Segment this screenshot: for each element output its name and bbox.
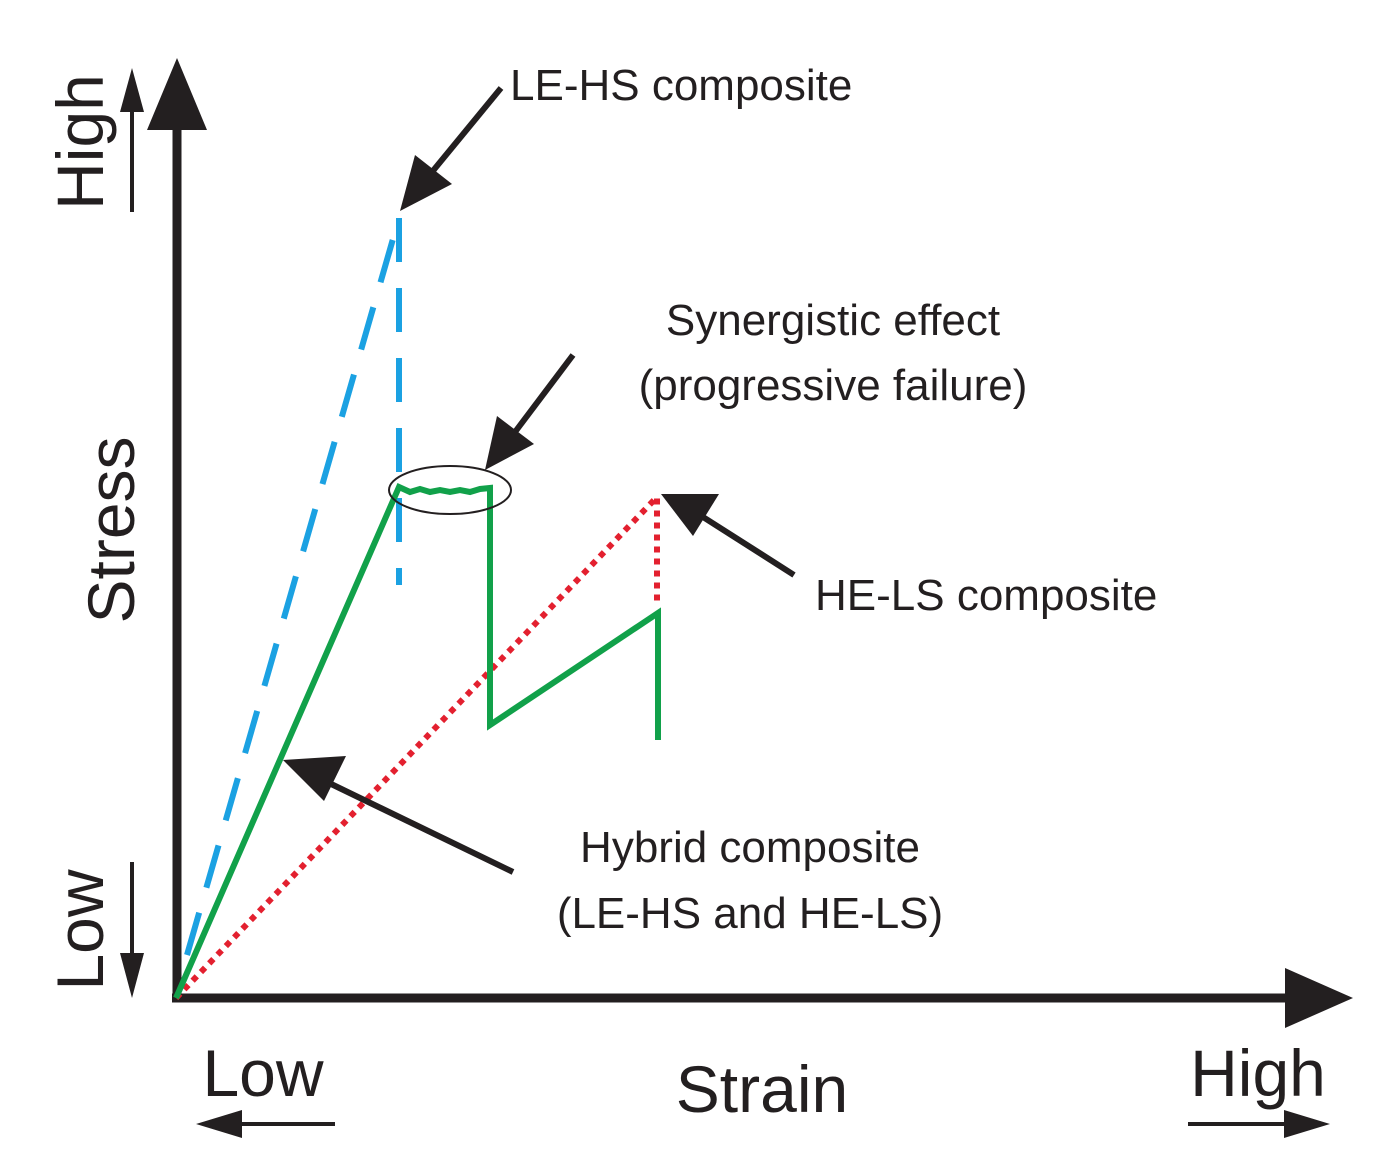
hybrid-label-line1: Hybrid composite: [580, 823, 920, 872]
x-high-direction-arrow: [1188, 1110, 1330, 1138]
x-axis-high-label: High: [1190, 1036, 1326, 1110]
he-ls-curve: [173, 489, 660, 1001]
hybrid-curve: [173, 483, 661, 1000]
hybrid-pointer-arrow: [283, 756, 515, 875]
synergy-label-line2: (progressive failure): [639, 361, 1028, 410]
le-hs-curve: [184, 217, 402, 956]
y-axis-low-label: Low: [43, 869, 117, 990]
y-high-direction-arrow: [120, 68, 144, 212]
hybrid-label-line2: (LE-HS and HE-LS): [557, 889, 943, 938]
synergy-highlight-ellipse: [388, 465, 512, 515]
le-hs-pointer-arrow: [400, 86, 504, 211]
he-ls-pointer-arrow: [661, 494, 796, 578]
x-axis-title: Strain: [676, 1052, 848, 1126]
he-ls-label: HE-LS composite: [815, 571, 1157, 620]
x-low-direction-arrow: [196, 1110, 335, 1138]
x-axis-low-label: Low: [202, 1036, 323, 1110]
y-axis-arrowhead: [147, 58, 207, 130]
y-low-direction-arrow: [120, 862, 144, 998]
y-axis-high-label: High: [43, 74, 117, 210]
le-hs-label: LE-HS composite: [510, 61, 852, 110]
x-axis-arrowhead: [1285, 968, 1353, 1028]
synergy-pointer-arrow: [485, 353, 576, 470]
y-axis-title: Stress: [74, 436, 148, 623]
synergy-label-line1: Synergistic effect: [666, 296, 1000, 345]
